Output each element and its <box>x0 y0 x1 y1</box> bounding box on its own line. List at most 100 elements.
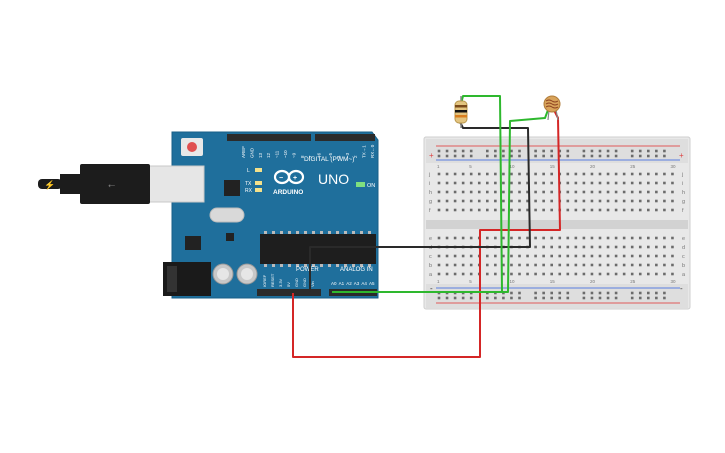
breadboard-hole[interactable] <box>550 254 553 258</box>
rail-hole[interactable] <box>558 296 562 300</box>
breadboard-hole[interactable] <box>647 272 650 276</box>
breadboard-hole[interactable] <box>486 236 489 240</box>
breadboard-hole[interactable] <box>590 172 594 176</box>
rail-hole[interactable] <box>550 296 553 300</box>
breadboard-hole[interactable] <box>437 190 441 194</box>
breadboard-hole[interactable] <box>437 236 441 240</box>
breadboard-hole[interactable] <box>494 181 497 185</box>
rail-hole[interactable] <box>494 296 497 300</box>
rail-hole[interactable] <box>510 296 513 300</box>
breadboard-hole[interactable] <box>461 172 465 176</box>
rail-hole[interactable] <box>590 149 594 153</box>
breadboard-hole[interactable] <box>566 172 570 176</box>
breadboard-hole[interactable] <box>671 263 674 267</box>
breadboard-hole[interactable] <box>477 208 481 212</box>
rail-hole[interactable] <box>494 154 497 158</box>
breadboard-hole[interactable] <box>598 245 602 249</box>
rail-hole[interactable] <box>461 149 465 153</box>
breadboard-hole[interactable] <box>453 172 457 176</box>
breadboard-hole[interactable] <box>502 272 505 276</box>
rail-hole[interactable] <box>590 291 594 295</box>
rail-hole[interactable] <box>502 296 505 300</box>
rail-hole[interactable] <box>550 149 553 153</box>
breadboard-hole[interactable] <box>582 272 586 276</box>
breadboard-hole[interactable] <box>606 263 610 267</box>
breadboard-hole[interactable] <box>638 263 642 267</box>
breadboard-hole[interactable] <box>534 236 537 240</box>
breadboard-hole[interactable] <box>469 181 473 185</box>
rail-hole[interactable] <box>606 149 610 153</box>
rail-hole[interactable] <box>606 291 610 295</box>
breadboard-hole[interactable] <box>542 208 545 212</box>
breadboard-hole[interactable] <box>534 208 537 212</box>
breadboard-hole[interactable] <box>574 263 578 267</box>
breadboard-hole[interactable] <box>534 254 537 258</box>
breadboard-hole[interactable] <box>574 181 578 185</box>
breadboard-hole[interactable] <box>486 190 489 194</box>
breadboard-hole[interactable] <box>542 190 545 194</box>
breadboard-hole[interactable] <box>542 263 545 267</box>
breadboard-hole[interactable] <box>486 263 489 267</box>
breadboard-hole[interactable] <box>598 254 602 258</box>
rail-hole[interactable] <box>566 291 570 295</box>
rail-hole[interactable] <box>590 296 594 300</box>
breadboard-hole[interactable] <box>526 199 529 203</box>
breadboard-hole[interactable] <box>502 208 505 212</box>
rail-hole[interactable] <box>445 149 449 153</box>
rail-hole[interactable] <box>606 296 610 300</box>
rail-hole[interactable] <box>630 291 634 295</box>
breadboard-hole[interactable] <box>590 254 594 258</box>
breadboard-hole[interactable] <box>502 172 505 176</box>
breadboard-hole[interactable] <box>526 181 529 185</box>
breadboard-hole[interactable] <box>542 272 545 276</box>
rail-hole[interactable] <box>647 149 650 153</box>
breadboard-hole[interactable] <box>550 263 553 267</box>
breadboard-hole[interactable] <box>453 272 457 276</box>
breadboard-hole[interactable] <box>655 208 658 212</box>
breadboard-hole[interactable] <box>622 190 626 194</box>
breadboard-hole[interactable] <box>630 208 634 212</box>
breadboard-hole[interactable] <box>486 208 489 212</box>
breadboard-hole[interactable] <box>453 263 457 267</box>
breadboard-hole[interactable] <box>494 263 497 267</box>
breadboard-hole[interactable] <box>582 199 586 203</box>
breadboard-hole[interactable] <box>606 236 610 240</box>
breadboard-hole[interactable] <box>566 245 570 249</box>
breadboard-hole[interactable] <box>590 181 594 185</box>
rail-hole[interactable] <box>606 154 610 158</box>
breadboard-hole[interactable] <box>647 181 650 185</box>
photoresistor-icon[interactable] <box>543 95 561 121</box>
breadboard-hole[interactable] <box>502 190 505 194</box>
breadboard-hole[interactable] <box>663 199 666 203</box>
breadboard-hole[interactable] <box>647 172 650 176</box>
breadboard-hole[interactable] <box>598 190 602 194</box>
breadboard-hole[interactable] <box>510 190 513 194</box>
breadboard-hole[interactable] <box>655 245 658 249</box>
rail-hole[interactable] <box>598 291 602 295</box>
breadboard-hole[interactable] <box>622 245 626 249</box>
breadboard-hole[interactable] <box>663 254 666 258</box>
rail-hole[interactable] <box>486 149 489 153</box>
breadboard-hole[interactable] <box>526 208 529 212</box>
breadboard-hole[interactable] <box>590 272 594 276</box>
breadboard-hole[interactable] <box>518 190 521 194</box>
resistor-icon[interactable] <box>454 96 468 128</box>
rail-hole[interactable] <box>518 291 521 295</box>
rail-hole[interactable] <box>582 296 586 300</box>
breadboard-hole[interactable] <box>486 172 489 176</box>
breadboard-hole[interactable] <box>606 190 610 194</box>
breadboard-hole[interactable] <box>606 272 610 276</box>
usb-plug-icon[interactable]: ⚡ ⭠ <box>38 164 205 204</box>
breadboard-hole[interactable] <box>671 190 674 194</box>
reset-button-cap[interactable] <box>187 142 197 152</box>
breadboard-hole[interactable] <box>469 208 473 212</box>
breadboard-hole[interactable] <box>445 190 449 194</box>
breadboard-hole[interactable] <box>510 172 513 176</box>
rail-hole[interactable] <box>542 291 545 295</box>
rail-hole[interactable] <box>518 149 521 153</box>
rail-hole[interactable] <box>614 291 618 295</box>
breadboard-hole[interactable] <box>542 172 545 176</box>
